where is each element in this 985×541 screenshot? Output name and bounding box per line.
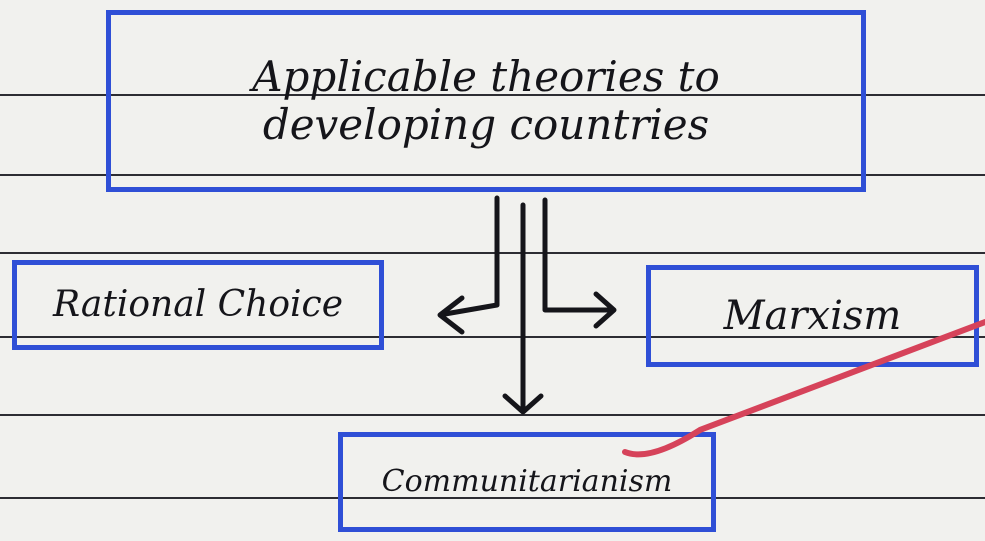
node-communitarianism: Communitarianism <box>338 432 716 532</box>
node-label: Communitarianism <box>381 463 673 499</box>
arrowhead-down <box>502 393 544 415</box>
ruled-line <box>0 174 985 176</box>
ruled-line <box>0 94 985 96</box>
arrow-to-marxism <box>542 197 615 313</box>
arrowhead-right <box>593 291 617 329</box>
node-label: Marxism <box>723 293 902 339</box>
node-rational-choice: Rational Choice <box>12 260 384 350</box>
ruled-line <box>0 414 985 416</box>
node-label: Rational Choice <box>52 284 344 326</box>
ruled-line <box>0 497 985 499</box>
red-pen-stroke <box>622 319 985 458</box>
arrowhead-left <box>437 295 465 335</box>
arrow-to-rational-choice <box>442 195 500 317</box>
node-applicable-theories: Applicable theories to developing countr… <box>106 10 866 192</box>
node-marxism: Marxism <box>646 265 979 367</box>
ruled-line <box>0 336 985 338</box>
ruled-line <box>0 252 985 254</box>
node-label: Applicable theories to developing countr… <box>252 51 720 149</box>
